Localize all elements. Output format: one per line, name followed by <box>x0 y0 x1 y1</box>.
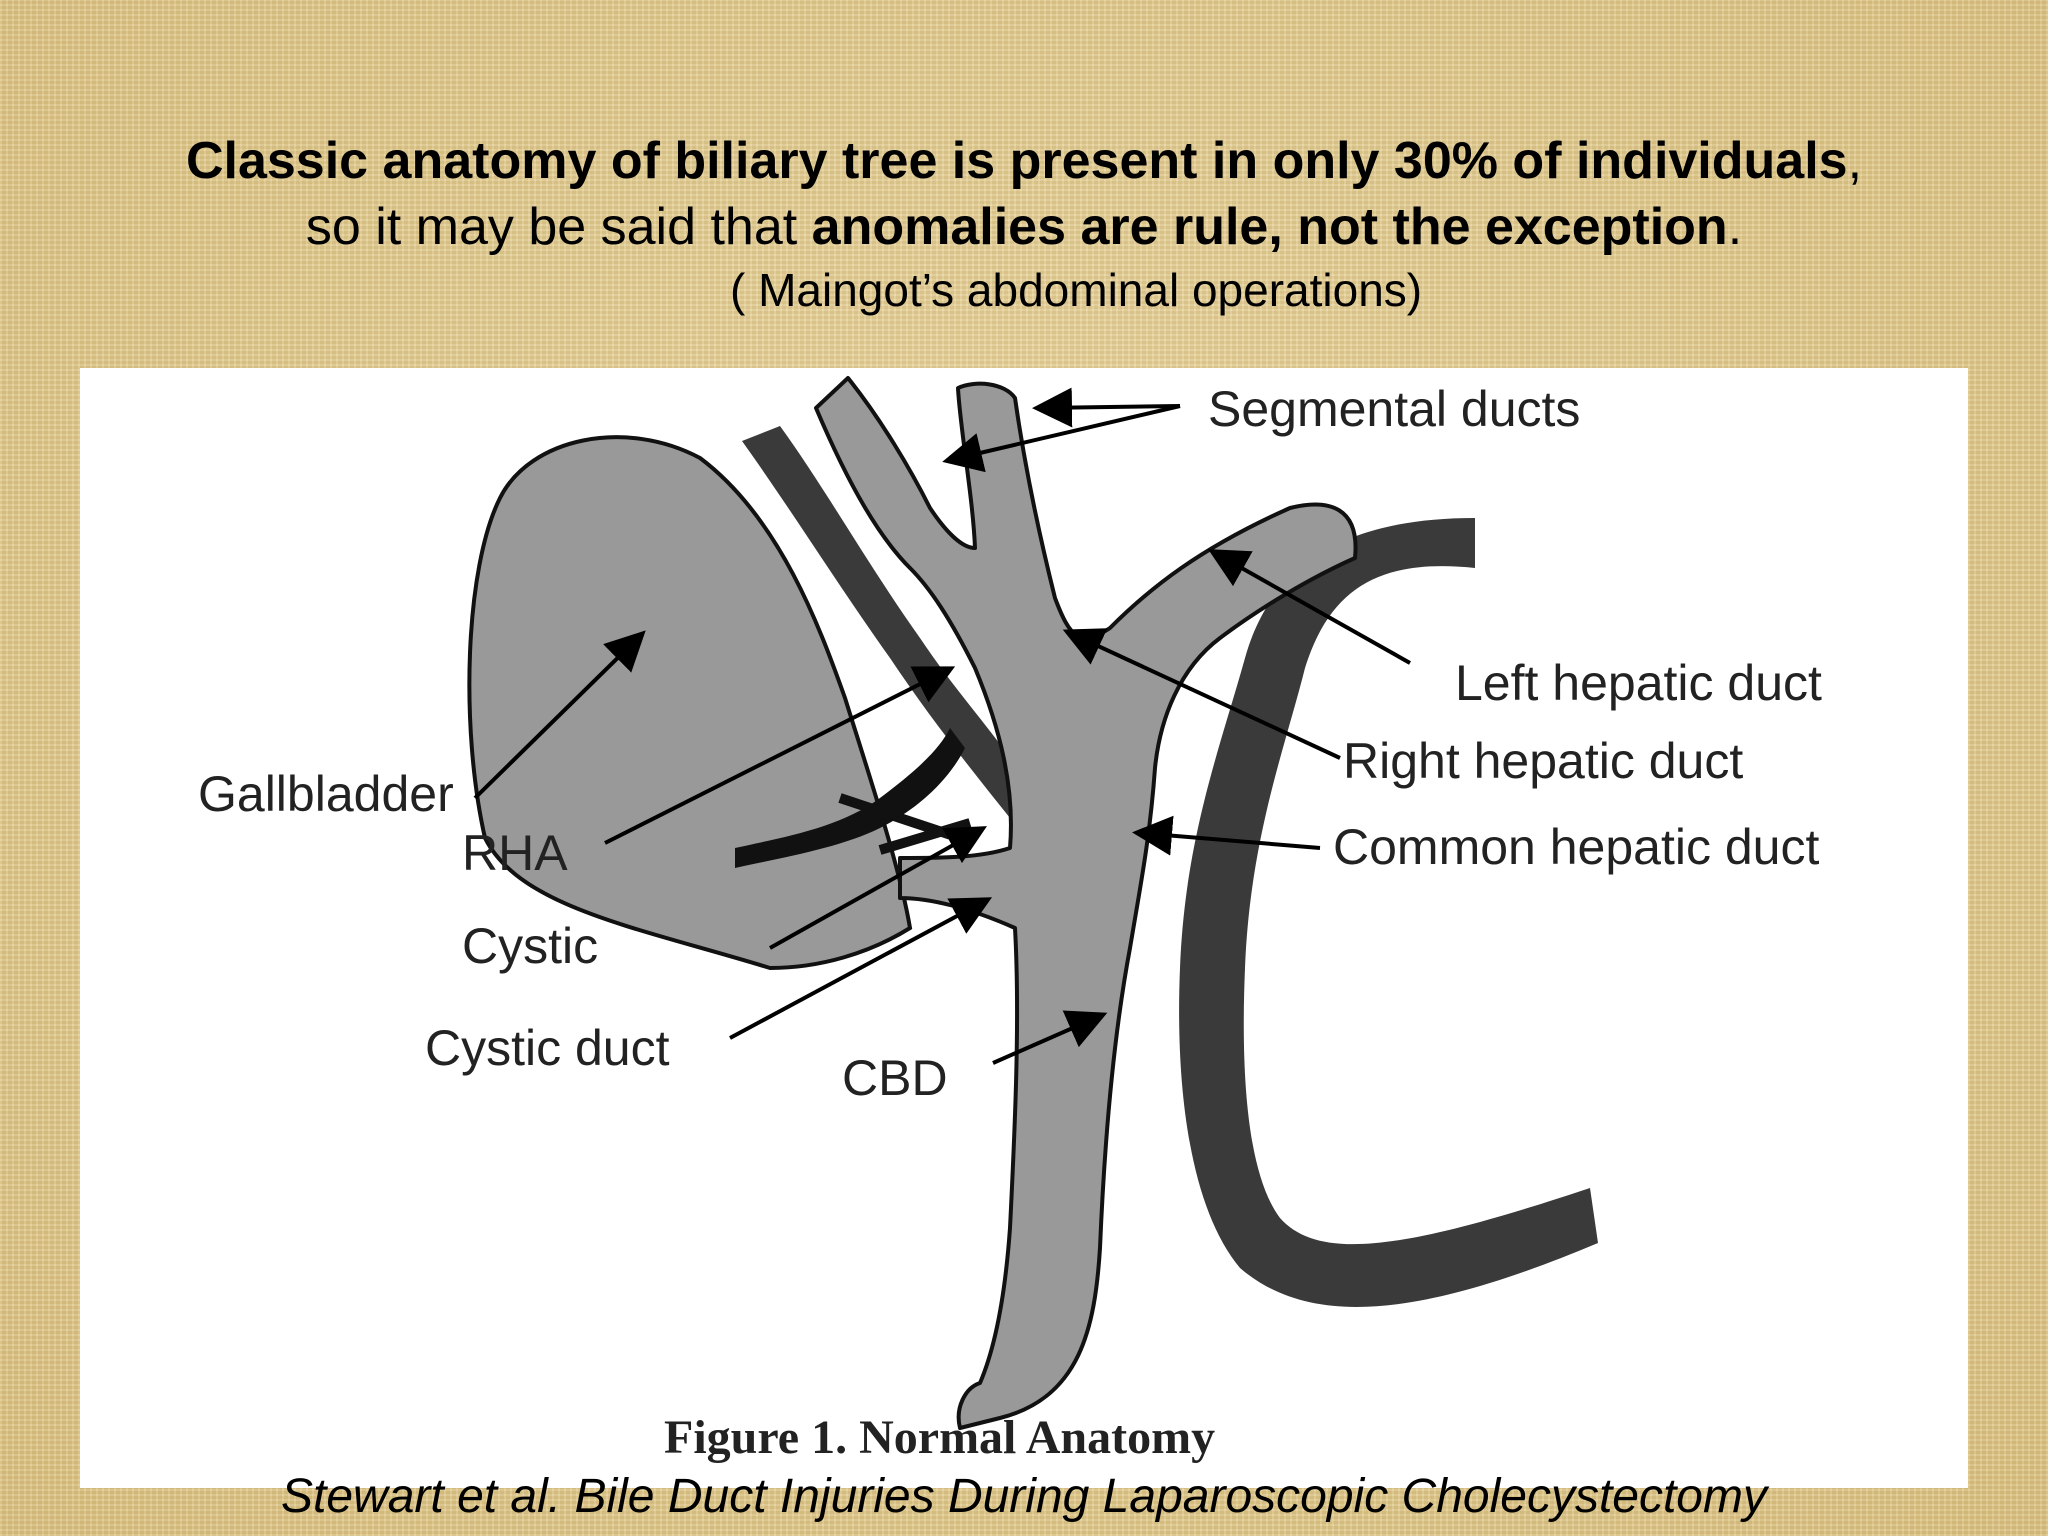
heading-line-1: Classic anatomy of biliary tree is prese… <box>185 132 1863 190</box>
right-hepatic-artery <box>742 426 1030 818</box>
leader-right-hepatic <box>1062 628 1341 760</box>
label-cystic-duct: Cystic duct <box>425 1020 670 1076</box>
hepatic-artery <box>1179 518 1598 1307</box>
cystic-artery <box>735 728 965 868</box>
leader-gallbladder <box>473 630 646 800</box>
label-right-hepatic-duct: Right hepatic duct <box>1343 733 1743 789</box>
label-rha: RHA <box>462 825 568 881</box>
heading-line-2: so it may be said that anomalies are rul… <box>305 198 1743 256</box>
leader-left-hepatic <box>1208 549 1411 665</box>
anatomy-figure: Segmental ducts Left hepatic duct Right … <box>80 368 1968 1488</box>
label-gallbladder: Gallbladder <box>198 766 454 822</box>
figure-caption: Figure 1. Normal Anatomy <box>664 1411 1215 1464</box>
figure-labels: Segmental ducts Left hepatic duct Right … <box>198 381 1822 1106</box>
label-cystic: Cystic <box>462 918 598 974</box>
leader-lines <box>473 387 1411 1065</box>
leader-cystic-duct <box>729 897 993 1040</box>
biliary-tree-diagram: Segmental ducts Left hepatic duct Right … <box>198 376 1822 1464</box>
leader-common-hepatic <box>1132 815 1321 856</box>
leader-segmental-1 <box>1032 387 1181 428</box>
gallbladder-shape <box>467 435 913 971</box>
leader-rha <box>604 666 956 845</box>
label-segmental-ducts: Segmental ducts <box>1208 381 1580 437</box>
label-cbd: CBD <box>842 1050 948 1106</box>
slide-heading: Classic anatomy of biliary tree is prese… <box>40 128 2008 260</box>
leader-segmental-2 <box>942 404 1181 473</box>
leader-cbd <box>992 1010 1108 1065</box>
label-common-hepatic-duct: Common hepatic duct <box>1333 819 1819 875</box>
leader-cystic <box>769 826 987 950</box>
source-note: ( Maingot’s abdominal operations) <box>730 264 1423 316</box>
citation: Stewart et al. Bile Duct Injuries During… <box>281 1470 1767 1523</box>
label-left-hepatic-duct: Left hepatic duct <box>1455 655 1822 711</box>
